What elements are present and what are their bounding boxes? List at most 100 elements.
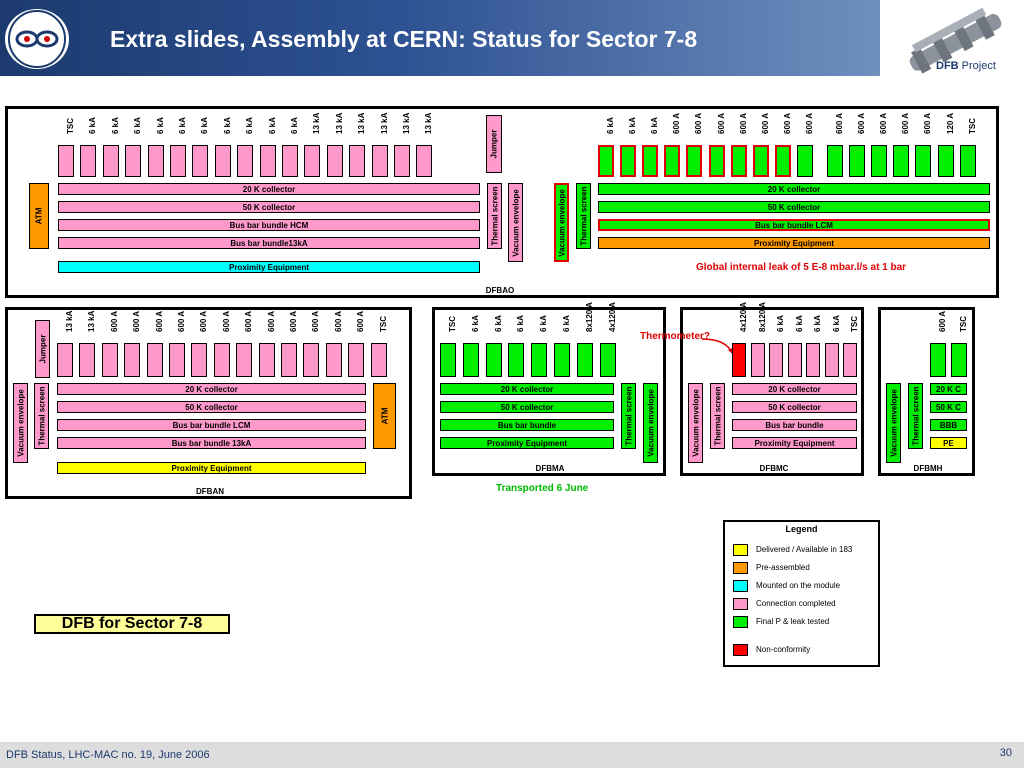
dfbao-proximity-right: Proximity Equipment [598, 237, 990, 249]
dfbmh-50k: 50 K C [930, 401, 967, 413]
column-label: TSC [967, 118, 977, 134]
column-label: 8x120 A [757, 302, 767, 332]
sector-label: DFB for Sector 7-8 [34, 614, 230, 634]
column-label: 6 kA [516, 315, 526, 332]
conductor-column [959, 145, 976, 177]
column-label: 600 A [154, 310, 164, 332]
column-label: 6 kA [813, 315, 822, 332]
dfban-atm: ATM [373, 383, 396, 449]
legend-item: Pre-assembled [733, 562, 810, 574]
column-label: 600 A [199, 310, 209, 332]
conductor-column [170, 145, 186, 177]
legend-title: Legend [785, 524, 818, 534]
dfban-label: DFBAN [196, 487, 224, 496]
leak-note: Global internal leak of 5 E-8 mbar.l/s a… [696, 262, 907, 273]
column-label: 6 kA [470, 315, 480, 332]
column-label: 6 kA [178, 117, 187, 134]
conductor-column [531, 343, 548, 377]
column-label: 8x120 A [584, 302, 594, 332]
conductor-column [58, 145, 74, 177]
column-label: 6 kA [133, 117, 143, 134]
conductor-column [80, 145, 97, 177]
conductor-column [325, 343, 342, 377]
conductor-column [192, 145, 209, 177]
column-label: 600 A [356, 310, 366, 332]
conductor-column [348, 343, 365, 377]
conductor-column [849, 145, 866, 177]
conductor-column [326, 145, 343, 177]
column-label: TSC [850, 316, 859, 332]
conductor-column [750, 343, 765, 377]
conductor-column [349, 145, 366, 177]
thermometer-note: Thermometer? [640, 331, 711, 342]
legend-swatch [733, 580, 748, 592]
column-label: 600 A [311, 310, 321, 332]
conductor-column [125, 145, 142, 177]
dfbma-20k-collector: 20 K collector [440, 383, 614, 395]
conductor-column [371, 145, 388, 177]
title-bar: Extra slides, Assembly at CERN: Status f… [0, 0, 880, 76]
column-label: 13 kA [424, 112, 434, 134]
dfbao-jumper: Jumper [486, 115, 502, 173]
conductor-column [554, 343, 570, 377]
dfbao-vacuum-envelope-right: Vacuum envelope [554, 183, 569, 262]
dfbmc-busbar: Bus bar bundle [732, 419, 857, 431]
conductor-column [708, 145, 725, 177]
dfbao-thermal-screen-right: Thermal screen [576, 183, 591, 249]
conductor-column [282, 145, 298, 177]
conductor-column [915, 145, 932, 177]
conductor-column [824, 343, 839, 377]
conductor-column [191, 343, 208, 377]
column-label: 6 kA [628, 117, 638, 134]
column-label: 600 A [109, 310, 119, 332]
column-label: 6 kA [831, 315, 841, 332]
conductor-column [796, 145, 813, 177]
column-label: 13 kA [357, 112, 367, 134]
dfbao-thermal-screen: Thermal screen [487, 183, 502, 249]
column-label: 13 kA [334, 112, 344, 134]
conductor-column [642, 145, 659, 177]
column-label: 13 kA [87, 310, 97, 332]
dfbao-50k-collector: 50 K collector [58, 201, 480, 213]
column-label: 6 kA [776, 315, 785, 332]
dfbmh-bbb: BBB [930, 419, 967, 431]
dfbmh-20k: 20 K C [930, 383, 967, 395]
dfban-vacuum-envelope: Vacuum envelope [13, 383, 28, 463]
column-label: 6 kA [290, 117, 299, 134]
dfbao-proximity-left: Proximity Equipment [58, 261, 480, 273]
column-label: 6 kA [155, 117, 165, 134]
dfbmh-vacuum-envelope: Vacuum envelope [886, 383, 901, 463]
column-label: 13 kA [379, 112, 389, 134]
dfban-50k-collector: 50 K collector [57, 401, 366, 413]
column-label: 6 kA [493, 315, 503, 332]
conductor-column [620, 145, 637, 177]
dfban-jumper: Jumper [35, 320, 50, 378]
project-label: DFB Project [936, 60, 996, 72]
dfbao-20k-collector-right: 20 K collector [598, 183, 990, 195]
slide-title: Extra slides, Assembly at CERN: Status f… [110, 26, 698, 52]
dfbma-transport-note: Transported 6 June [496, 483, 589, 494]
legend-item: Connection completed [733, 598, 836, 610]
column-label: 13 kA [65, 310, 74, 332]
dfbmh-pe: PE [930, 437, 967, 449]
column-label: TSC [959, 316, 968, 332]
conductor-column [462, 343, 479, 377]
conductor-column [787, 343, 802, 377]
dfbao-atm: ATM [29, 183, 49, 249]
conductor-column [394, 145, 410, 177]
page-number: 30 [999, 747, 1012, 759]
column-label: 600 A [244, 310, 254, 332]
column-label: 600 A [694, 112, 704, 134]
dfban-20k-collector: 20 K collector [57, 383, 366, 395]
column-label: 6 kA [267, 117, 277, 134]
conductor-column [686, 145, 703, 177]
dfbmc-50k-collector: 50 K collector [732, 401, 857, 413]
conductor-column [664, 145, 681, 177]
conductor-column [281, 343, 297, 377]
dfban-proximity: Proximity Equipment [57, 462, 366, 474]
column-label: 600 A [672, 112, 682, 134]
dfban-busbar-13ka: Bus bar bundle 13kA [57, 437, 366, 449]
column-label: 6 kA [794, 315, 804, 332]
column-label: 600 A [938, 310, 947, 332]
dfbma-proximity: Proximity Equipment [440, 437, 614, 449]
